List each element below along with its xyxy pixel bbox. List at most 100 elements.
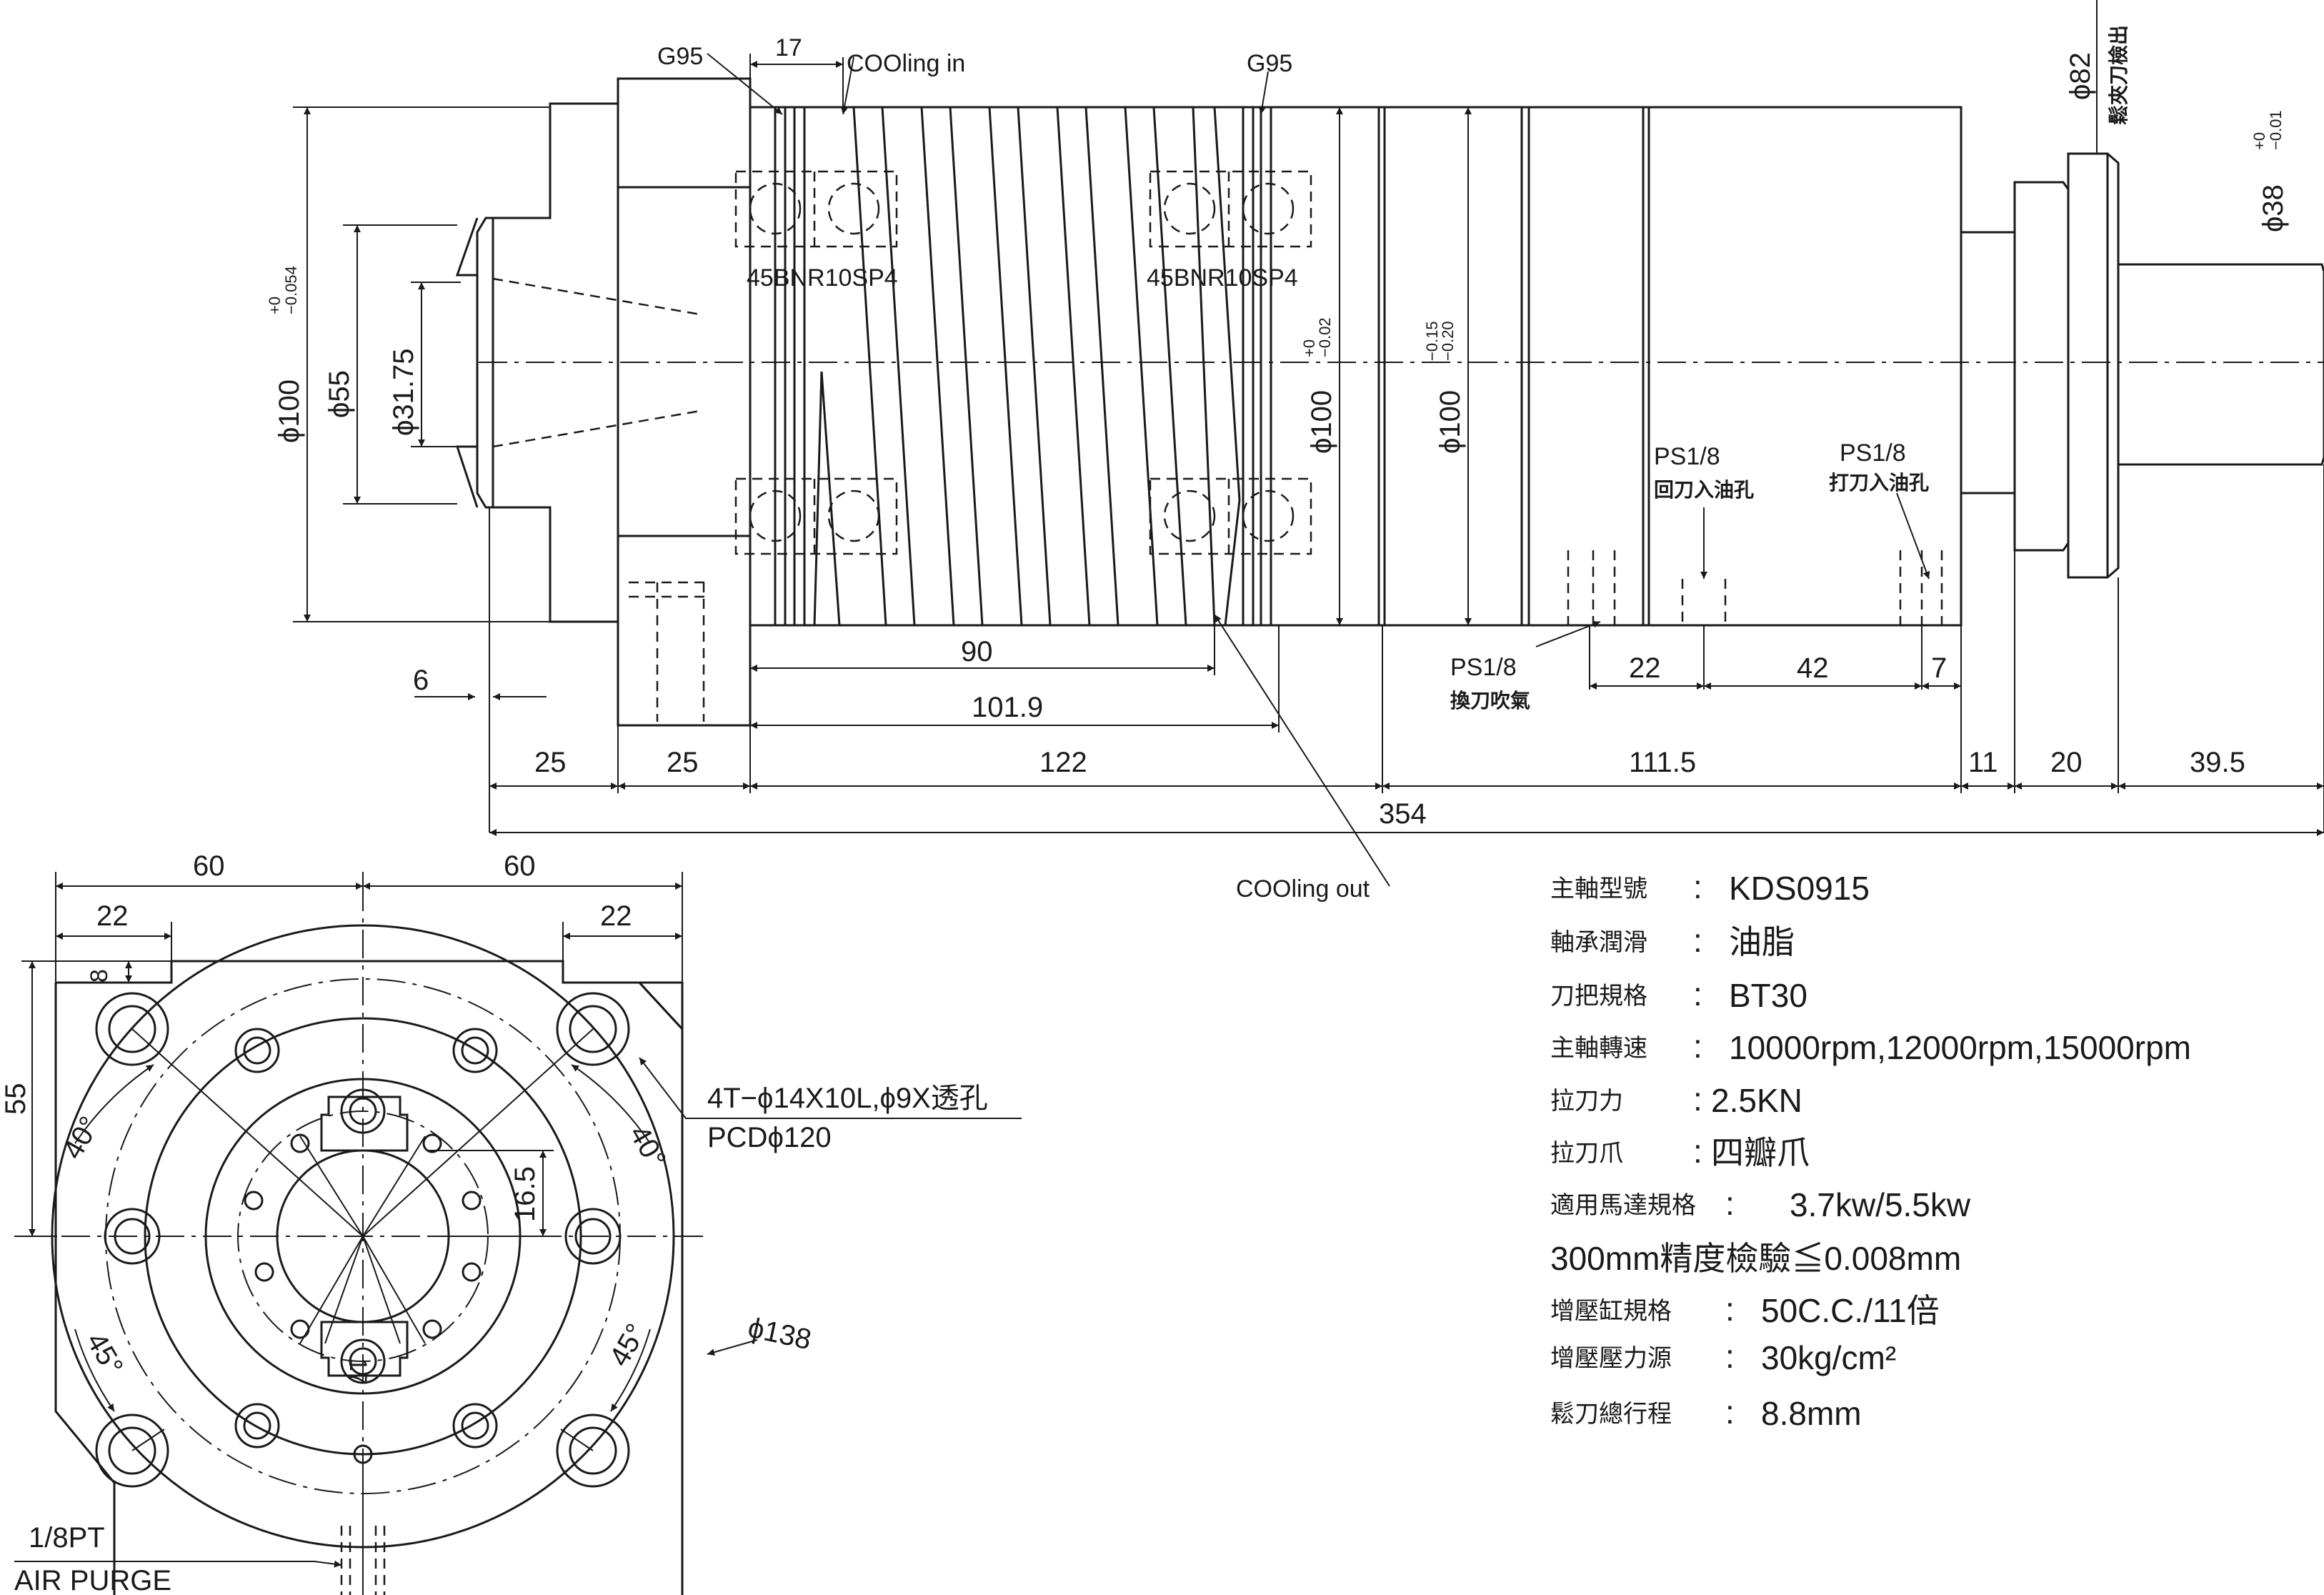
spec-label: 增壓缸規格 [1550, 1298, 1672, 1325]
pcd-hole-bl [234, 1403, 280, 1449]
spec-label: 軸承潤滑 [1550, 929, 1647, 956]
spec-label: 主軸轉速 [1550, 1035, 1647, 1062]
bearing-left-top [734, 170, 898, 248]
taper-lines [299, 1136, 426, 1344]
spec-label: 拉刀爪 [1550, 1140, 1623, 1167]
dim-20-label: 20 [2050, 747, 2083, 778]
g95-right-label: G95 [1247, 50, 1292, 77]
dim-39-5-label: 39.5 [2190, 747, 2245, 778]
ps-mid-label: PS1/8 [1654, 443, 1720, 470]
dia-100-left-tol-up: +0 [266, 297, 284, 314]
spec-table: 主軸型號:KDS0915軸承潤滑:油脂刀把規格:BT30主軸轉速:10000rp… [1550, 868, 2191, 1432]
spec-label: 主軸型號 [1550, 875, 1647, 903]
mounting-hole-br [556, 1413, 630, 1488]
front-air-purge-label: AIR PURGE [14, 1565, 171, 1595]
dim-11-label: 11 [1968, 747, 1998, 778]
front-dim-55: 55 [0, 1083, 31, 1115]
mounting-hole-tr [556, 992, 630, 1066]
dimension-lines [304, 61, 2324, 836]
nose-chamfer-top [455, 217, 479, 277]
dim-6-label: 6 [413, 665, 429, 696]
mounting-hole-tl [95, 992, 169, 1066]
spec-value: 10000rpm,12000rpm,15000rpm [1729, 1029, 2191, 1066]
rear-shaft [2118, 263, 2324, 466]
front-dimension-lines [29, 883, 682, 1236]
dim-17-label: 17 [775, 34, 802, 61]
pcd-hole-top [340, 1088, 386, 1134]
dia-31-75-label: ϕ31.75 [388, 349, 419, 437]
bearing-right-label: 45BNR10SP4 [1147, 264, 1298, 292]
spec-value: 四瓣爪 [1711, 1134, 1810, 1171]
front-dim-60-left: 60 [193, 850, 225, 882]
spec-label: 拉刀力 [1550, 1088, 1623, 1115]
side-view: G95 17 COOling in G95 45BNR10SP4 45BNR10… [266, 0, 2324, 903]
front-view: 60 60 22 22 8 55 16.5 17 40° 40° 45° 45°… [0, 850, 1022, 1595]
dia-100-right-tol-up: −0.15 [1423, 321, 1441, 361]
front-dim-22-left: 22 [96, 900, 129, 932]
front-pcd-label: PCDϕ120 [707, 1122, 832, 1153]
dim-7-label: 7 [1931, 652, 1947, 684]
g95-seal-right [1242, 106, 1272, 627]
dia-100-right-label: ϕ100 [1435, 390, 1466, 454]
dia-55-label: ϕ55 [324, 370, 355, 418]
leader-lines [707, 53, 1930, 887]
front-flange [617, 77, 752, 727]
cylinder-disc [2067, 152, 2120, 579]
spec-separator: : [1725, 1338, 1735, 1375]
front-pt-label: 1/8PT [29, 1522, 105, 1554]
pcd-hole-tr [452, 1028, 498, 1073]
dim-101-9-label: 101.9 [972, 692, 1043, 723]
spec-label: 適用馬達規格 [1550, 1192, 1696, 1219]
dia-38-tol-dn: −0.01 [2267, 110, 2285, 150]
dia-100-right-tol-dn: −0.20 [1439, 321, 1457, 361]
port-air-blow-hidden [1567, 550, 1616, 625]
dim-122-label: 122 [1039, 747, 1087, 778]
bearing-right-bottom [1149, 477, 1312, 555]
nose-chamfer-bottom [455, 445, 479, 508]
drive-key-bottom [320, 1321, 409, 1377]
ps-right-label: PS1/8 [1840, 439, 1906, 467]
ps-mid-cn-label: 回刀入油孔 [1654, 478, 1754, 502]
spec-value: 3.7kw/5.5kw [1790, 1186, 1971, 1223]
port-clamp-oil-hidden [1899, 550, 1943, 625]
spec-value: 30kg/cm² [1761, 1339, 1896, 1376]
spec-separator: : [1693, 922, 1702, 959]
dim-111-5-label: 111.5 [1629, 747, 1696, 778]
ps-right-cn-label: 打刀入油孔 [1829, 471, 1929, 495]
dim-25a-label: 25 [534, 747, 567, 778]
drive-key-top [320, 1095, 409, 1152]
spec-label: 增壓壓力源 [1550, 1345, 1672, 1372]
taper-hidden-bottom [492, 409, 701, 448]
ps-left-label: PS1/8 [1450, 654, 1517, 681]
spec-separator: : [1693, 1028, 1702, 1065]
front-holes-label: 4T−ϕ14X10L,ϕ9X透孔 [707, 1083, 988, 1114]
spec-separator: : [1725, 1291, 1735, 1328]
bearing-left-bottom [734, 477, 898, 555]
mounting-hole-bl [95, 1413, 169, 1488]
pcd-hole-tl [234, 1028, 280, 1073]
cooling-out-label: COOling out [1236, 875, 1370, 903]
angle-arcs [74, 1064, 651, 1412]
cooling-in-label: COOling in [847, 50, 965, 77]
dia-100-left-tol-dn: −0.054 [282, 266, 300, 314]
dim-90-label: 90 [961, 636, 993, 667]
front-dim-60-right: 60 [504, 850, 536, 882]
front-angle-45-left: 45° [80, 1328, 129, 1381]
front-extension-lines [21, 872, 683, 1237]
spec-separator: : [1693, 1080, 1702, 1118]
spec-value: BT30 [1729, 977, 1807, 1014]
pcd-hole-left [104, 1208, 161, 1265]
dim-42-label: 42 [1797, 652, 1829, 684]
g95-left-label: G95 [657, 43, 703, 70]
air-purge-port [340, 1454, 386, 1595]
front-angle-40-left: 40° [57, 1111, 106, 1164]
front-dim-22-right: 22 [600, 900, 632, 932]
taper-hidden-top [492, 277, 701, 316]
spec-value: 50C.C./11倍 [1761, 1292, 1940, 1329]
front-leader-lines [14, 1057, 1022, 1568]
spec-separator: : [1693, 868, 1702, 905]
dia-38-tol-up: +0 [2250, 132, 2268, 150]
spec-value: 300mm精度檢驗≦0.008mm [1550, 1240, 1961, 1277]
cylinder-front [2013, 181, 2070, 552]
